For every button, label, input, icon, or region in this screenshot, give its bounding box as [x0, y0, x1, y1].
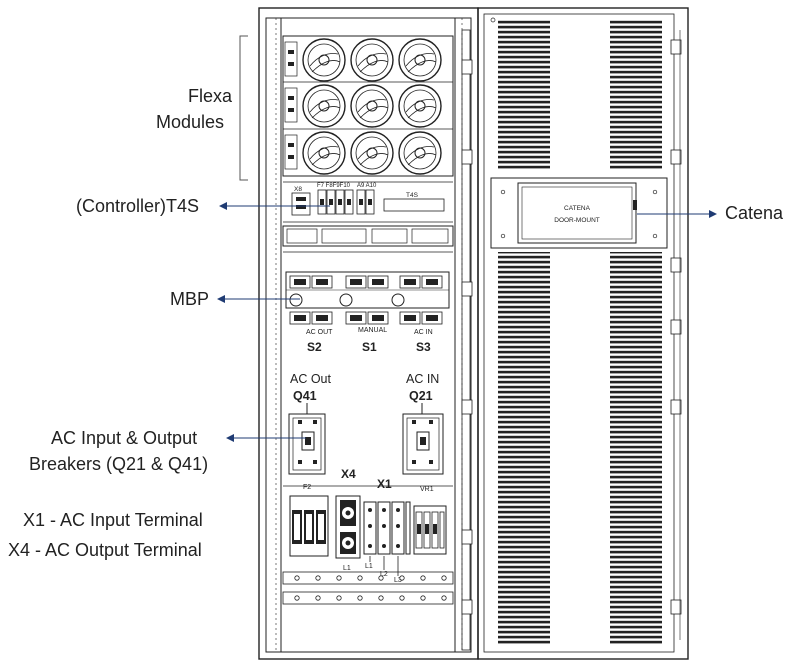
- x1-l2-tag: L2: [380, 571, 388, 578]
- q41-id: Q41: [293, 389, 317, 403]
- fuse-tags: F7 F8F9F10: [317, 183, 351, 189]
- s1-label: S1: [362, 340, 377, 354]
- breaker-q21: AC IN Q21: [402, 372, 444, 475]
- ac-in-tag: AC IN: [414, 329, 433, 336]
- x8-tag: X8: [294, 186, 302, 193]
- x1-l1-tag: L1: [365, 563, 373, 570]
- x4-label: X4: [341, 467, 356, 481]
- flexa-label-line1: Flexa: [188, 86, 233, 106]
- controller-label: (Controller)T4S: [76, 196, 200, 216]
- flexa-modules: [282, 35, 454, 177]
- catena-label: Catena: [725, 203, 784, 223]
- f2-tag: F2: [303, 484, 311, 491]
- catena-door-line1: CATENA: [564, 205, 591, 212]
- q21-title: AC IN: [406, 372, 439, 386]
- flexa-label-line2: Modules: [156, 112, 225, 132]
- x1-terminal-label: X1 - AC Input Terminal: [23, 510, 203, 530]
- q41-title: AC Out: [290, 372, 332, 386]
- breakers-label-line2: Breakers (Q21 & Q41): [29, 454, 209, 474]
- breaker-q41: AC Out Q41: [288, 372, 332, 475]
- s3-label: S3: [416, 340, 431, 354]
- controller-t4s-strip: X8 F7 F8F9F10 A9 A10 T4S: [282, 181, 454, 247]
- manual-tag: MANUAL: [358, 327, 387, 334]
- ac-out-tag: AC OUT: [306, 329, 333, 336]
- terminal-area: F2 X4 L1 X1 L1 L2 L3 VR1: [282, 467, 454, 605]
- breakers-label-line1: AC Input & Output: [51, 428, 198, 448]
- s2-label: S2: [307, 340, 322, 354]
- mbp-label: MBP: [170, 289, 210, 309]
- x4-terminal-label: X4 - AC Output Terminal: [8, 540, 202, 560]
- mbp-switch-assembly: AC OUT MANUAL AC IN S2 S1 S3: [283, 251, 453, 354]
- cabinet-frame: [258, 7, 479, 660]
- a-tags: A9 A10: [357, 183, 377, 189]
- x4-l1-tag: L1: [343, 565, 351, 572]
- t4s-tag: T4S: [406, 192, 419, 199]
- x1-label: X1: [377, 477, 392, 491]
- vr1-tag: VR1: [420, 486, 434, 493]
- flexa-bracket: [239, 35, 248, 181]
- cabinet-door: CATENA DOOR-MOUNT: [477, 7, 689, 660]
- x1-l3-tag: L3: [394, 577, 402, 584]
- catena-door-line2: DOOR-MOUNT: [554, 217, 600, 224]
- q21-id: Q21: [409, 389, 433, 403]
